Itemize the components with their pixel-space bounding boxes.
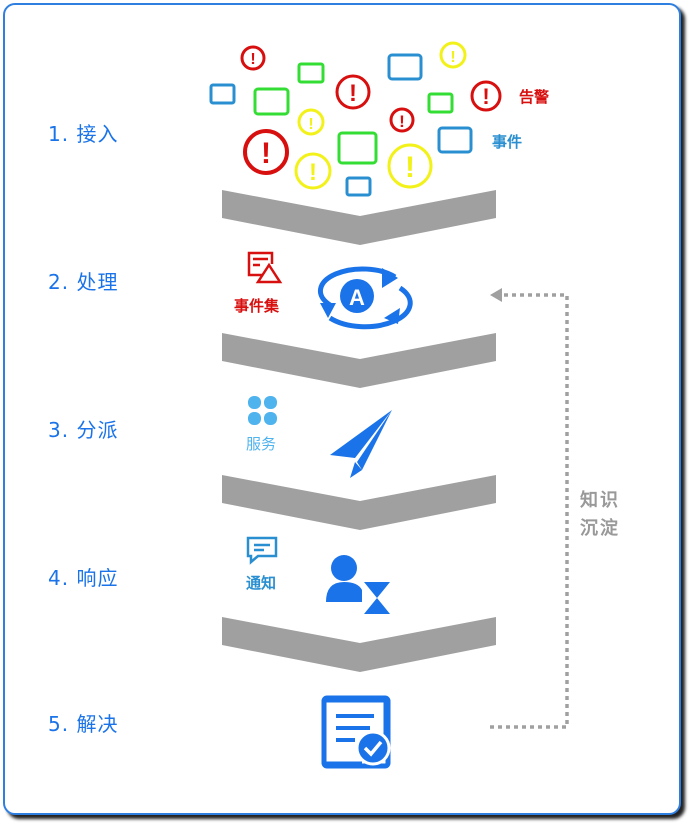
- notify-chat-icon: [246, 536, 278, 565]
- event-set-label: 事件集: [234, 297, 280, 315]
- service-label: 服务: [246, 435, 277, 453]
- knowledge-feedback-arrow: [490, 293, 569, 729]
- knowledge-label: 知识: [580, 490, 620, 511]
- svg-text:A: A: [349, 285, 365, 310]
- person-hourglass-icon: [326, 555, 390, 614]
- svg-text:!: !: [399, 112, 405, 131]
- legend-event: 事件: [492, 133, 523, 151]
- step-4-respond: 4. 响应: [48, 566, 119, 590]
- chevron-arrow-4: [222, 617, 496, 672]
- alert-marks: ! ! ! ! ! ! ! ! !: [250, 49, 489, 186]
- step-5-resolve: 5. 解决: [48, 712, 119, 736]
- accumulate-label: 沉淀: [580, 518, 620, 539]
- event-set-icon: [247, 251, 283, 284]
- svg-text:!: !: [308, 116, 313, 133]
- svg-text:!: !: [450, 49, 455, 66]
- step-1-intake: 1. 接入: [48, 122, 119, 146]
- service-clover-icon: [248, 396, 277, 425]
- chevron-arrow-2: [222, 333, 496, 388]
- svg-text:!: !: [482, 84, 489, 109]
- arrowhead-icon: [490, 288, 502, 302]
- svg-text:!: !: [309, 159, 317, 186]
- paper-plane-icon: [330, 410, 392, 478]
- chevron-arrow-3: [222, 475, 496, 530]
- svg-text:!: !: [250, 51, 255, 68]
- step-3-dispatch: 3. 分派: [48, 418, 119, 442]
- alert-icons: [209, 41, 502, 197]
- legend-alert: 告警: [519, 88, 550, 106]
- svg-text:!: !: [261, 137, 271, 170]
- resolved-document-icon: [321, 695, 391, 769]
- svg-text:!: !: [349, 80, 357, 107]
- notify-label: 通知: [246, 574, 277, 592]
- chevron-arrow-1: [222, 190, 496, 245]
- svg-text:!: !: [405, 151, 415, 184]
- step-2-process: 2. 处理: [48, 270, 119, 294]
